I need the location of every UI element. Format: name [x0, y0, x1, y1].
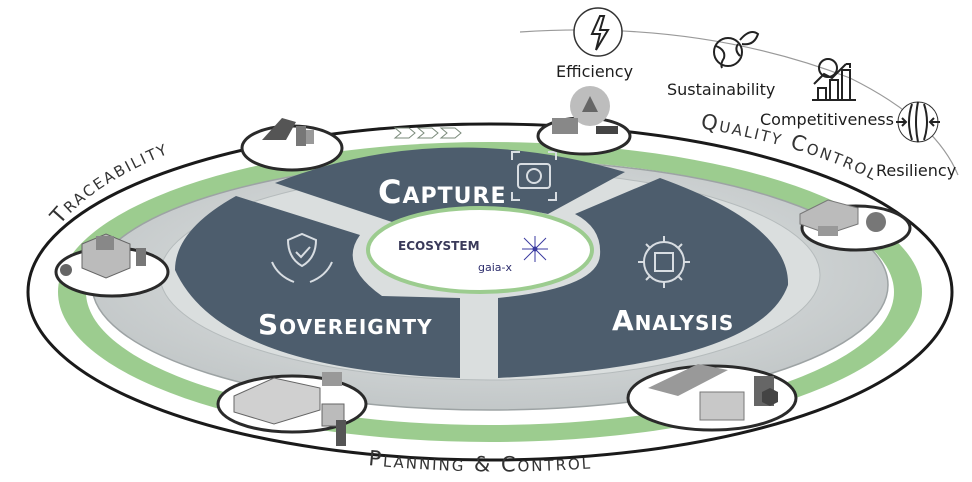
capture-segment[interactable] — [275, 147, 625, 222]
station-traceability-top[interactable] — [240, 118, 344, 172]
benefit-efficiency-label: Efficiency — [556, 62, 634, 81]
compress-arrows-icon — [896, 101, 940, 143]
gaiax-label: gaia-x — [478, 261, 512, 274]
globe-leaf-icon — [713, 31, 760, 69]
gaiax-logo-icon — [522, 236, 548, 262]
ecosystem-hub[interactable] — [366, 206, 594, 294]
sovereignty-title: Sovereignty — [258, 308, 433, 341]
station-quality-control[interactable] — [799, 199, 912, 252]
ecosystem-label: ECOSYSTEM — [398, 239, 480, 253]
lightning-icon — [573, 7, 623, 57]
direction-arrows — [393, 127, 462, 139]
shield-hands-icon — [271, 232, 333, 283]
benefit-resiliency-label: Resiliency — [876, 161, 957, 180]
growth-chart-icon — [812, 58, 856, 101]
benefit-competitiveness-label: Competitiveness — [760, 110, 894, 129]
benefit-sustainability-label: Sustainability — [667, 80, 776, 99]
station-efficiency[interactable] — [536, 86, 632, 156]
analysis-segment[interactable] — [498, 178, 789, 378]
sovereignty-segment[interactable] — [175, 196, 460, 378]
station-traceability-left[interactable] — [54, 233, 170, 298]
capture-title: Capture — [378, 173, 506, 211]
station-planning-right[interactable] — [626, 364, 798, 432]
camera-focus-icon — [511, 151, 557, 201]
station-planning-left[interactable] — [216, 372, 368, 446]
gear-chip-icon — [638, 236, 690, 288]
analysis-title: Analysis — [612, 304, 734, 337]
